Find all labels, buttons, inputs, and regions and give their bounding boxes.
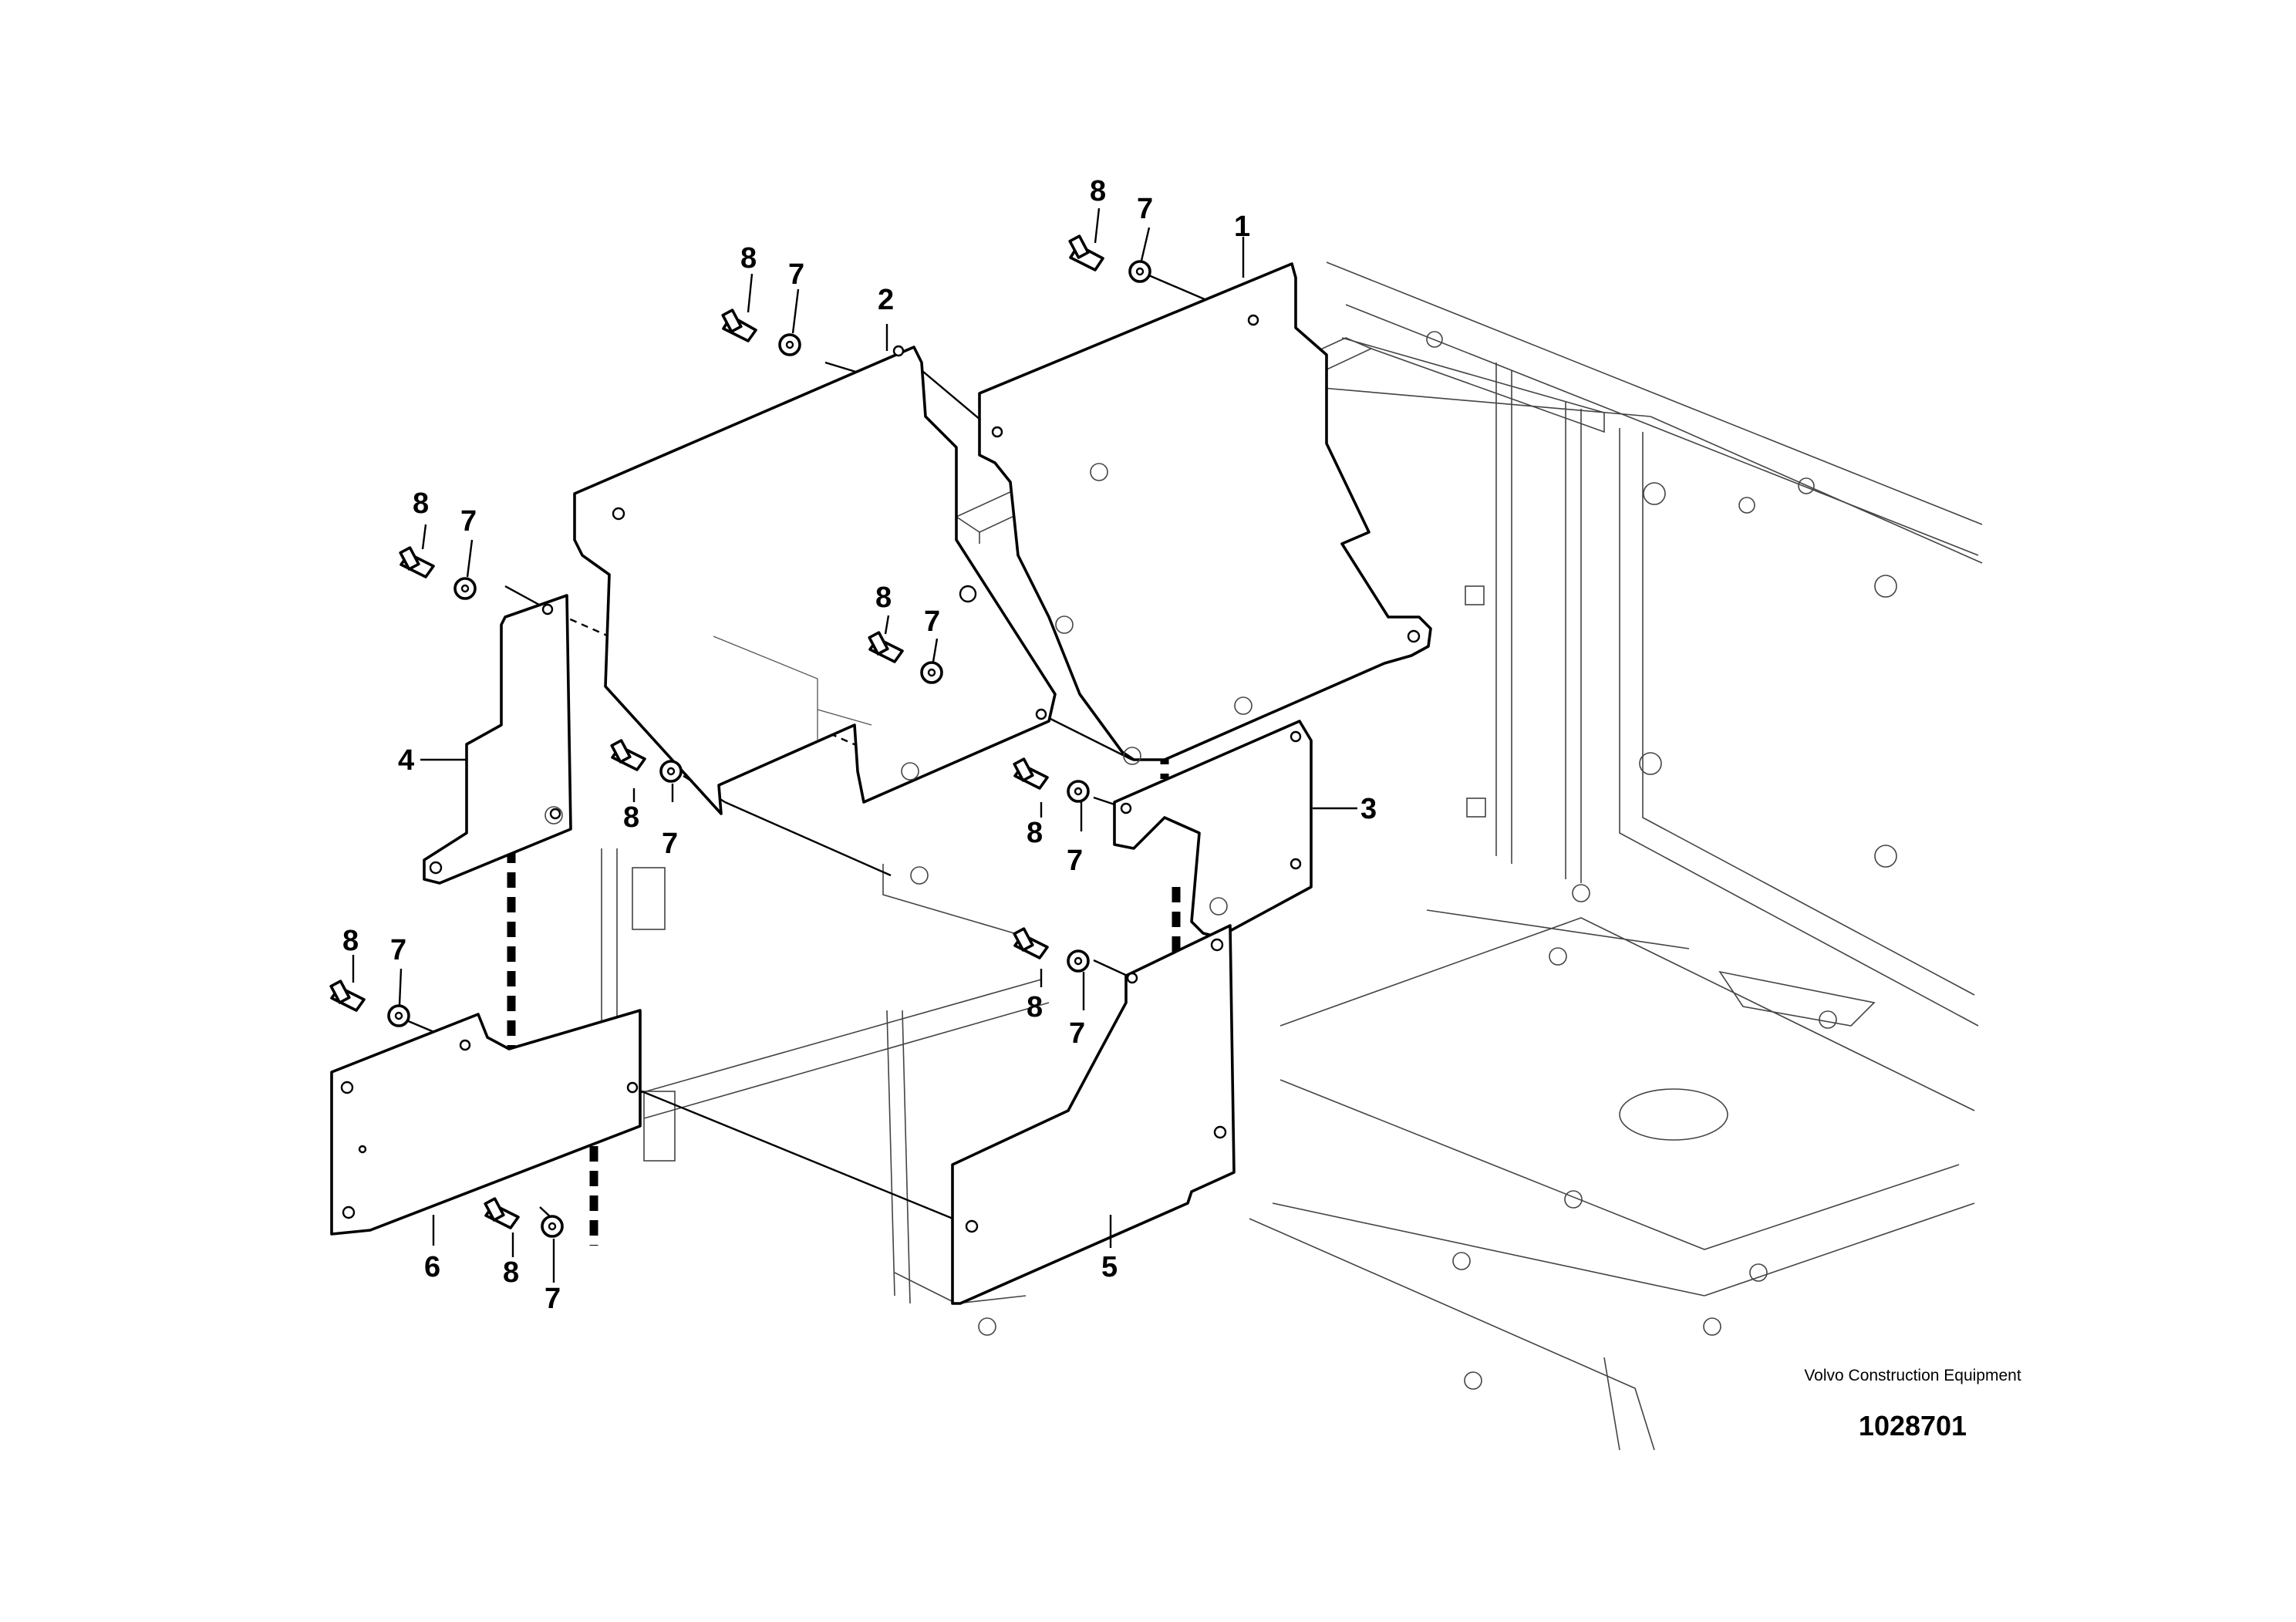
part-4-bracket	[423, 594, 572, 885]
callout-screw-8: 8	[413, 487, 429, 520]
callout-screw-8: 8	[1027, 991, 1043, 1023]
part-3-plate	[1113, 720, 1313, 939]
callout-washer-7: 7	[788, 258, 804, 291]
part-6-plate	[330, 1009, 642, 1236]
callout-part-1: 1	[1234, 211, 1250, 243]
callout-washer-7: 7	[460, 505, 477, 538]
callout-part-4: 4	[398, 744, 414, 777]
callout-screw-8: 8	[623, 801, 639, 834]
part-5-bracket	[951, 924, 1236, 1305]
machine-frame	[601, 261, 1983, 1451]
callout-part-6: 6	[424, 1251, 440, 1283]
callout-part-3: 3	[1360, 793, 1377, 825]
callout-part-2: 2	[878, 284, 894, 316]
callout-screw-8: 8	[740, 242, 757, 275]
fasteners	[329, 234, 1253, 1238]
callout-washer-7: 7	[390, 934, 406, 966]
callout-washer-7: 7	[544, 1283, 561, 1315]
callout-screw-8: 8	[1027, 817, 1043, 849]
callout-screw-8: 8	[503, 1256, 519, 1289]
callout-screw-8: 8	[875, 582, 892, 614]
callout-part-5: 5	[1101, 1251, 1118, 1283]
screw-8-bottom	[484, 1197, 520, 1229]
callout-washer-7: 7	[1067, 845, 1083, 877]
screw-8-right	[1013, 757, 1049, 790]
screw-8-left	[399, 546, 435, 578]
brand-caption: Volvo Construction Equipment	[1804, 1367, 2021, 1384]
document-number: 1028701	[1858, 1410, 1967, 1442]
callout-washer-7: 7	[1137, 193, 1153, 225]
screw-8-mid	[868, 631, 904, 663]
callout-washer-7: 7	[1069, 1017, 1085, 1050]
callout-leaders	[352, 207, 1357, 1283]
screw-8-top	[1068, 234, 1104, 271]
screw-8-center	[610, 739, 646, 771]
callout-numbers: 1 2 3 4 5 6 8 7 8 7 8 7 8 7 8 7 8 7 8 7 …	[342, 175, 1377, 1315]
callout-washer-7: 7	[924, 605, 940, 638]
part-2-bracket	[573, 345, 1057, 815]
callout-screw-8: 8	[1090, 175, 1106, 207]
screw-8-lower-left	[329, 980, 366, 1012]
callout-washer-7: 7	[662, 828, 678, 860]
screw-8-upper	[721, 309, 757, 342]
part-1-bracket	[978, 262, 1432, 761]
callout-screw-8: 8	[342, 925, 359, 957]
screw-8-lower-right	[1013, 927, 1049, 959]
